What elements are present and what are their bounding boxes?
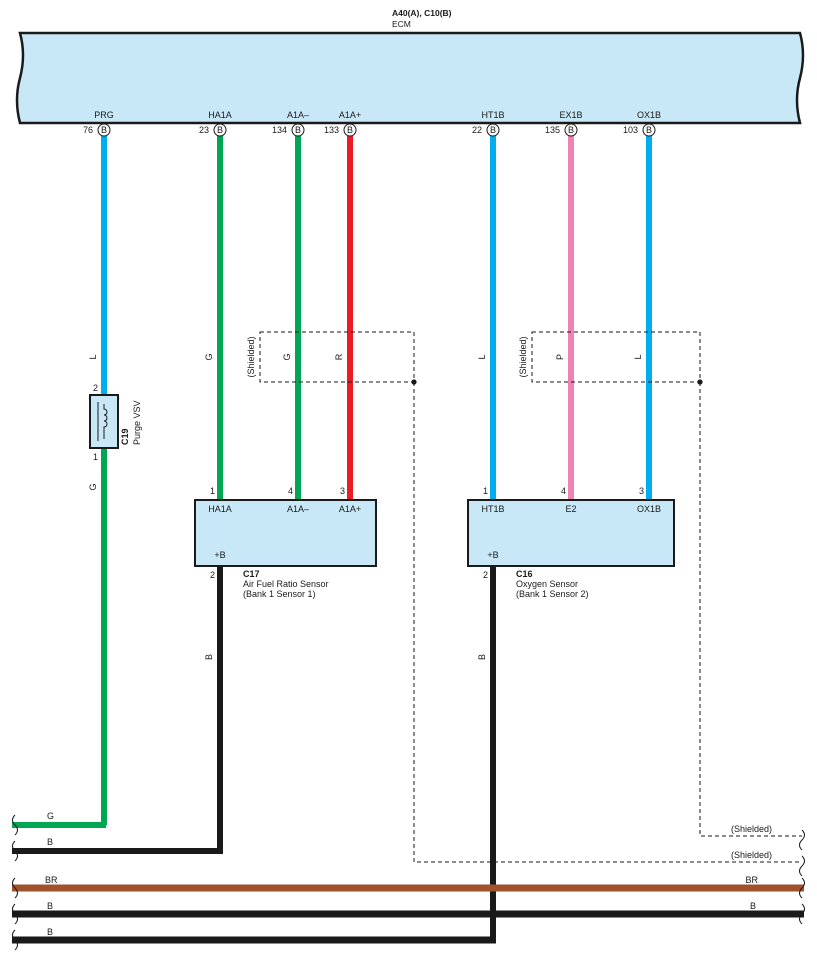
ecm-pin-label-ex1b: EX1B: [559, 110, 582, 120]
bus-right-br: BR: [745, 875, 758, 885]
right-break-marks: [799, 829, 805, 925]
svg-text:B: B: [101, 125, 107, 135]
sensor-c17-box: [194, 499, 377, 567]
ecm-pin-ex1b: 135 B: [545, 123, 578, 137]
ecm-pin-label-a1a-minus: A1A–: [287, 110, 309, 120]
code-c17-ground: B: [204, 654, 214, 660]
shield-label-c16: (Shielded): [518, 336, 528, 377]
code-ox1b: L: [633, 354, 643, 359]
c16-code: C16: [516, 569, 533, 579]
c16-pin-label-ht1b: HT1B: [481, 504, 504, 514]
ecm-box: [15, 31, 805, 125]
c16-pin-num-4: 4: [561, 486, 566, 496]
shield-c16: [531, 331, 802, 837]
c17-pin-num-3: 3: [340, 486, 345, 496]
bus-code-b-2: B: [47, 901, 53, 911]
ecm-pin-ht1b: 22 B: [472, 123, 500, 137]
c17-sub: (Bank 1 Sensor 1): [243, 589, 316, 599]
c17-bplus: +B: [214, 550, 225, 560]
c17-pin-label-ha1a: HA1A: [208, 504, 232, 514]
ecm-pin-label-ht1b: HT1B: [481, 110, 504, 120]
svg-text:B: B: [568, 125, 574, 135]
ecm-pin-prg: 76 B: [83, 123, 111, 137]
svg-text:22: 22: [472, 125, 482, 135]
c16-pin-label-e2: E2: [565, 504, 576, 514]
bus-code-b-3: B: [47, 927, 53, 937]
ecm-connectors: A40(A), C10(B): [392, 8, 452, 18]
svg-text:23: 23: [199, 125, 209, 135]
code-c16-ground: B: [477, 654, 487, 660]
bus-right-shielded-1: (Shielded): [731, 824, 772, 834]
code-prg-bottom: G: [88, 483, 98, 490]
ecm-pin-ox1b: 103 B: [623, 123, 656, 137]
c16-bplus-num: 2: [483, 570, 488, 580]
svg-text:B: B: [490, 125, 496, 135]
bus-code-g: G: [47, 811, 54, 821]
code-prg-top: L: [88, 354, 98, 359]
code-ex1b: P: [555, 354, 565, 360]
shield-c17: [259, 331, 802, 863]
c17-pin-num-1: 1: [210, 486, 215, 496]
svg-text:133: 133: [324, 125, 339, 135]
bus-code-br: BR: [45, 875, 58, 885]
ecm-name: ECM: [392, 19, 411, 29]
bus-right-b: B: [750, 901, 756, 911]
svg-text:B: B: [295, 125, 301, 135]
code-a1a-plus: R: [334, 353, 344, 360]
code-ha1a: G: [204, 353, 214, 360]
svg-text:B: B: [646, 125, 652, 135]
left-break-marks: [12, 814, 18, 951]
c17-pin-num-4: 4: [288, 486, 293, 496]
vsv-name: Purge VSV: [132, 400, 142, 445]
svg-text:134: 134: [272, 125, 287, 135]
c17-pin-label-a1a-plus: A1A+: [339, 504, 361, 514]
svg-text:135: 135: [545, 125, 560, 135]
ecm-pin-label-a1a-plus: A1A+: [339, 110, 361, 120]
c16-pin-num-1: 1: [483, 486, 488, 496]
svg-text:B: B: [217, 125, 223, 135]
c16-pin-label-ox1b: OX1B: [637, 504, 661, 514]
c16-name: Oxygen Sensor: [516, 579, 578, 589]
code-a1a-minus: G: [282, 353, 292, 360]
svg-text:103: 103: [623, 125, 638, 135]
code-ht1b: L: [477, 354, 487, 359]
shield-c17-dot: [411, 379, 417, 385]
c16-pin-num-3: 3: [639, 486, 644, 496]
svg-text:B: B: [347, 125, 353, 135]
c16-sub: (Bank 1 Sensor 2): [516, 589, 589, 599]
shield-label-c17: (Shielded): [246, 336, 256, 377]
c17-bplus-num: 2: [210, 570, 215, 580]
bus-code-b-1: B: [47, 837, 53, 847]
c17-pin-label-a1a-minus: A1A–: [287, 504, 309, 514]
ecm-pin-label-prg: PRG: [94, 110, 114, 120]
c17-code: C17: [243, 569, 260, 579]
bus-right-shielded-2: (Shielded): [731, 850, 772, 860]
shield-c16-dot: [697, 379, 703, 385]
sensor-c16-box: [467, 499, 675, 567]
ecm-pin-ha1a: 23 B: [199, 123, 227, 137]
vsv-pin-top: 2: [93, 383, 98, 393]
ecm-pin-a1a-minus: 134 B: [272, 123, 305, 137]
solenoid-coil-icon: [97, 402, 108, 441]
vsv-pin-bottom: 1: [93, 452, 98, 462]
c16-bplus: +B: [487, 550, 498, 560]
svg-text:76: 76: [83, 125, 93, 135]
ecm-pin-label-ox1b: OX1B: [637, 110, 661, 120]
vsv-code: C19: [120, 428, 130, 445]
ecm-pin-label-ha1a: HA1A: [208, 110, 232, 120]
ecm-pin-a1a-plus: 133 B: [324, 123, 357, 137]
c17-name: Air Fuel Ratio Sensor: [243, 579, 329, 589]
